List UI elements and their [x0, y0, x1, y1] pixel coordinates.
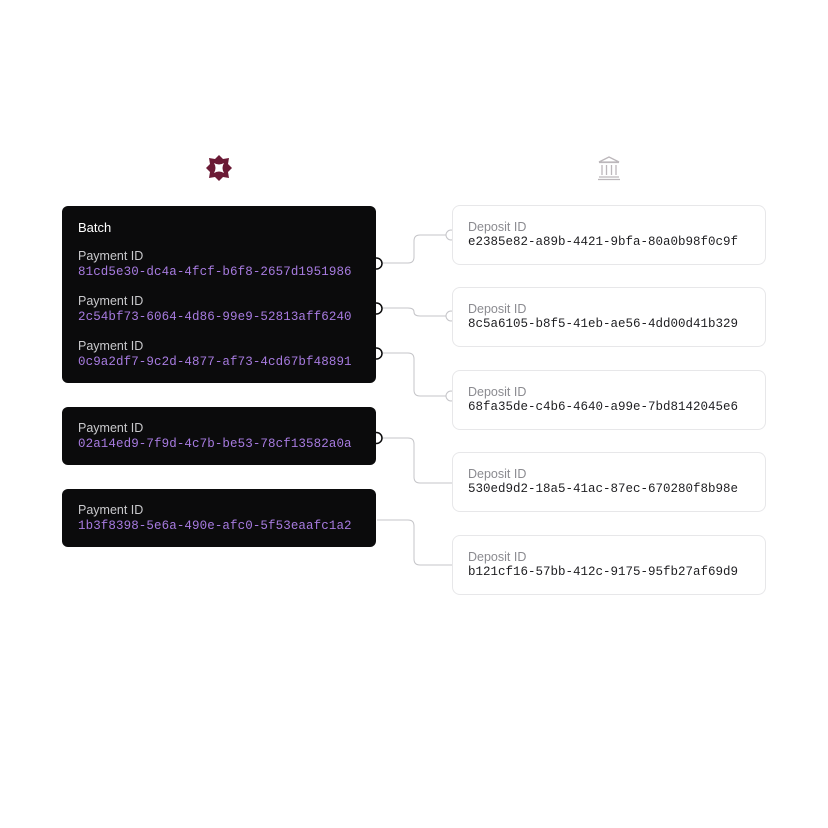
payment-id-value: 1b3f8398-5e6a-490e-afc0-5f53eaafc1a2: [78, 519, 352, 533]
deposit-card[interactable]: Deposit ID b121cf16-57bb-412c-9175-95fb2…: [452, 535, 766, 595]
connector-3: [377, 352, 451, 397]
brand-logo-icon: [206, 155, 232, 181]
payment-id-label: Payment ID: [78, 339, 144, 353]
connector-2: [377, 307, 451, 317]
batch-card[interactable]: Batch Payment ID 81cd5e30-dc4a-4fcf-b6f8…: [62, 206, 376, 383]
connector-1: [377, 234, 451, 264]
deposit-id-label: Deposit ID: [468, 302, 527, 316]
payment-card[interactable]: Payment ID 02a14ed9-7f9d-4c7b-be53-78cf1…: [62, 407, 376, 465]
payment-id-value: 2c54bf73-6064-4d86-99e9-52813aff6240: [78, 310, 352, 324]
bank-icon: [598, 156, 620, 181]
deposit-id-label: Deposit ID: [468, 550, 527, 564]
payment-id-label: Payment ID: [78, 294, 144, 308]
deposit-card[interactable]: Deposit ID 68fa35de-c4b6-4640-a99e-7bd81…: [452, 370, 766, 430]
payment-id-value: 0c9a2df7-9c2d-4877-af73-4cd67bf48891: [78, 355, 352, 369]
deposit-id-value: 68fa35de-c4b6-4640-a99e-7bd8142045e6: [468, 400, 739, 414]
deposit-id-label: Deposit ID: [468, 220, 527, 234]
deposit-card[interactable]: Deposit ID 530ed9d2-18a5-41ac-87ec-67028…: [452, 452, 766, 512]
deposit-id-value: e2385e82-a89b-4421-9bfa-80a0b98f0c9f: [468, 235, 739, 249]
payment-id-label: Payment ID: [78, 503, 144, 517]
deposit-id-label: Deposit ID: [468, 467, 527, 481]
connector-4: [377, 437, 452, 484]
payment-id-value: 81cd5e30-dc4a-4fcf-b6f8-2657d1951986: [78, 265, 352, 279]
deposit-card[interactable]: Deposit ID 8c5a6105-b8f5-41eb-ae56-4dd00…: [452, 287, 766, 347]
deposit-id-value: b121cf16-57bb-412c-9175-95fb27af69d9: [468, 565, 739, 579]
deposit-id-value: 530ed9d2-18a5-41ac-87ec-670280f8b98e: [468, 482, 739, 496]
payment-card[interactable]: Payment ID 1b3f8398-5e6a-490e-afc0-5f53e…: [62, 489, 376, 547]
connector-5: [377, 519, 452, 566]
deposit-id-label: Deposit ID: [468, 385, 527, 399]
payment-id-value: 02a14ed9-7f9d-4c7b-be53-78cf13582a0a: [78, 437, 352, 451]
payment-id-label: Payment ID: [78, 421, 144, 435]
payment-id-label: Payment ID: [78, 249, 144, 263]
deposit-id-value: 8c5a6105-b8f5-41eb-ae56-4dd00d41b329: [468, 317, 739, 331]
deposit-card[interactable]: Deposit ID e2385e82-a89b-4421-9bfa-80a0b…: [452, 205, 766, 265]
batch-title: Batch: [78, 220, 112, 235]
